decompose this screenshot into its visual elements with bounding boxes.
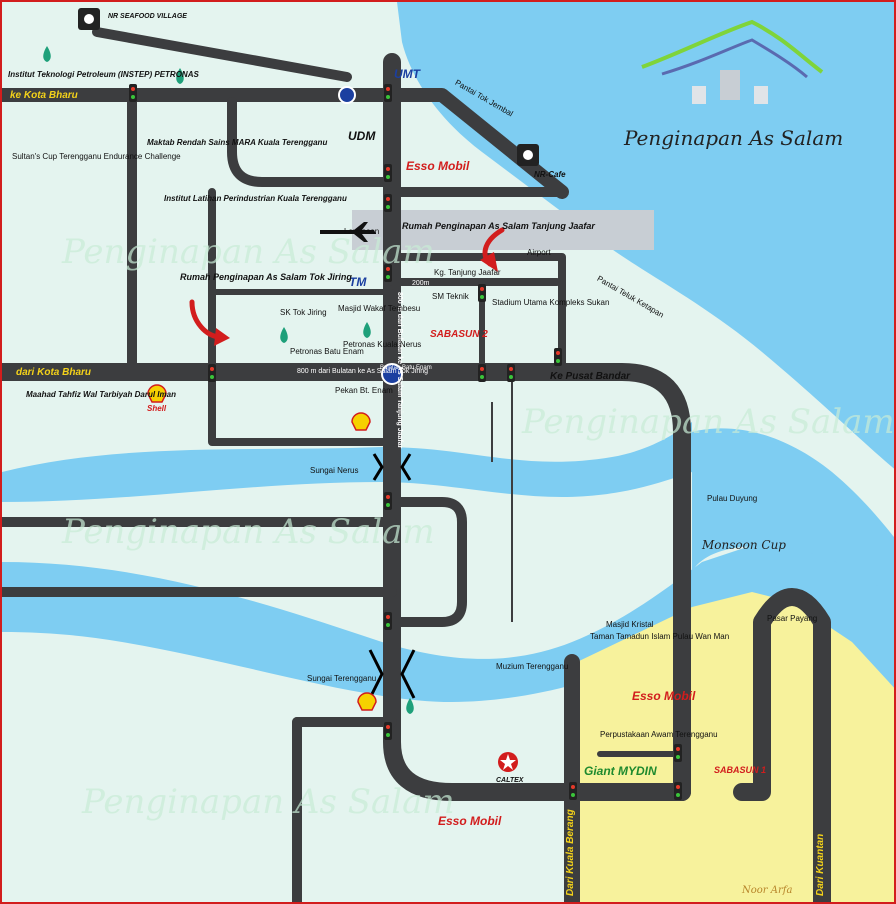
place-sabasun1: SABASUN 1 [714, 765, 767, 775]
place-tm: TM [349, 275, 367, 289]
logo-roof-icon [641, 19, 824, 79]
place-sultans-cup: Sultan's Cup Terengganu Endurance Challe… [12, 152, 181, 161]
place-rumah-tanjung: Rumah Penginapan As Salam Tanjung Jaafar [402, 221, 595, 231]
place-shell: Shell [147, 404, 167, 413]
petronas-drop-icon [43, 46, 414, 714]
place-monsoon-cup: Monsoon Cup [702, 538, 786, 552]
place-stadium: Stadium Utama Kompleks Sukan [492, 298, 610, 307]
place-maahad: Maahad Tahfiz Wal Tarbiyah Darul Iman [26, 390, 176, 399]
place-taman-tamadun: Taman Tamadun Islam Pulau Wan Man [590, 632, 730, 641]
road-label-dari-kota-bharu: dari Kota Bharu [16, 367, 92, 378]
road-label-ke-kota-bharu: ke Kota Bharu [10, 90, 78, 101]
place-udm: UDM [348, 129, 376, 143]
river-east-estuary [692, 428, 894, 599]
caltex-logo-icon [498, 752, 518, 772]
watermark: Penginapan As Salam [522, 402, 895, 442]
place-pulau-duyung: Pulau Duyung [707, 494, 758, 503]
map-title: Penginapan As Salam [624, 126, 844, 150]
road-main-vertical [383, 53, 691, 801]
traffic-light-icon [129, 84, 682, 800]
place-pekan-bt-enam: Pekan Bt. Enam [335, 386, 393, 395]
place-nr-seafood: NR SEAFOOD VILLAGE [108, 13, 187, 20]
place-perpustakaan: Perpustakaan Awam Terengganu [600, 730, 718, 739]
place-petronas-kuala-nerus: Petronas Kuala Nerus [343, 340, 422, 349]
river-sungai-nerus [2, 422, 692, 502]
road-jalan-tj [388, 253, 566, 376]
road-west-verticals-2 [208, 188, 396, 446]
road-label-dari-kuala-berang: Dari Kuala Berang [565, 809, 576, 896]
place-masjid-wakaf: Masjid Wakaf Tembesu [338, 304, 421, 313]
place-sungai-terengganu: Sungai Terengganu [307, 674, 377, 683]
road-label-ke-pusat-bandar: Ke Pusat Bandar [550, 371, 631, 382]
place-sungai-nerus: Sungai Nerus [310, 466, 359, 475]
place-pasar-payang: Pasar Payang [767, 614, 818, 623]
road-top-diagonal [92, 27, 352, 82]
place-sm-teknik: SM Teknik [432, 292, 469, 301]
road-main-horizontal [2, 363, 691, 801]
road-label-dari-kuantan: Dari Kuantan [815, 833, 826, 896]
bridge-terengganu-l [368, 649, 384, 699]
road-south-loop [387, 497, 467, 627]
logo-door-icon [720, 70, 740, 100]
place-institut-petroleum: Institut Teknologi Petroleum (INSTEP) PE… [8, 70, 199, 79]
road-label-800m: 800 m dari Bulatan ke As Salam Tok Jirin… [297, 368, 428, 375]
place-nr-cafe: NR-Cafe [534, 170, 566, 179]
road-label-landasan: Landasan [344, 227, 380, 236]
road-udm-loop [227, 97, 397, 187]
place-muzium: Muzium Terengganu [496, 662, 569, 671]
place-giant-mydin: Giant MYDIN [584, 764, 657, 778]
watermark: Penginapan As Salam [82, 782, 455, 822]
place-kg-tanjung-jaafar: Kg. Tanjung Jaafar [434, 268, 501, 277]
bridge-terengganu-r [400, 649, 416, 699]
road-pasar-payang [733, 588, 831, 902]
place-rumah-tok-jiring: Rumah Penginapan As Salam Tok Jiring [180, 272, 352, 282]
watermark: Penginapan As Salam [62, 232, 435, 272]
place-caltex: CALTEX [496, 777, 524, 784]
bridge-nerus-r [400, 453, 412, 481]
place-esso-mobil-south: Esso Mobil [438, 814, 502, 828]
airplane-icon [320, 222, 376, 242]
place-masjid-kristal: Masjid Kristal [606, 620, 654, 629]
place-petronas-batu-enam: Petronas Batu Enam [290, 347, 364, 356]
place-sk-tok-jiring: SK Tok Jiring [280, 308, 327, 317]
roundabout-icon [338, 86, 403, 385]
place-esso-mobil: Esso Mobil [406, 159, 470, 173]
shell-logo-icon [147, 384, 377, 711]
place-maktab-rendah: Maktab Rendah Sains MARA Kuala Terenggan… [147, 138, 328, 147]
place-sabasun2: SABASUN 2 [430, 329, 488, 340]
river-sungai-terengganu [2, 532, 894, 702]
place-noor-arfa: Noor Arfa [742, 885, 793, 896]
bridge-nerus-l [372, 453, 384, 481]
place-airport: Airport [527, 248, 551, 257]
place-bulatan: Bulatan Batu Enam [380, 365, 432, 371]
place-umt: UMT [394, 67, 420, 81]
place-esso-mobil-sand: Esso Mobil [632, 689, 696, 703]
place-institut-latihan: Institut Latihan Perindustrian Kuala Ter… [164, 194, 347, 203]
watermark: Penginapan As Salam [62, 512, 435, 552]
road-label-200m: 200m [412, 280, 430, 287]
